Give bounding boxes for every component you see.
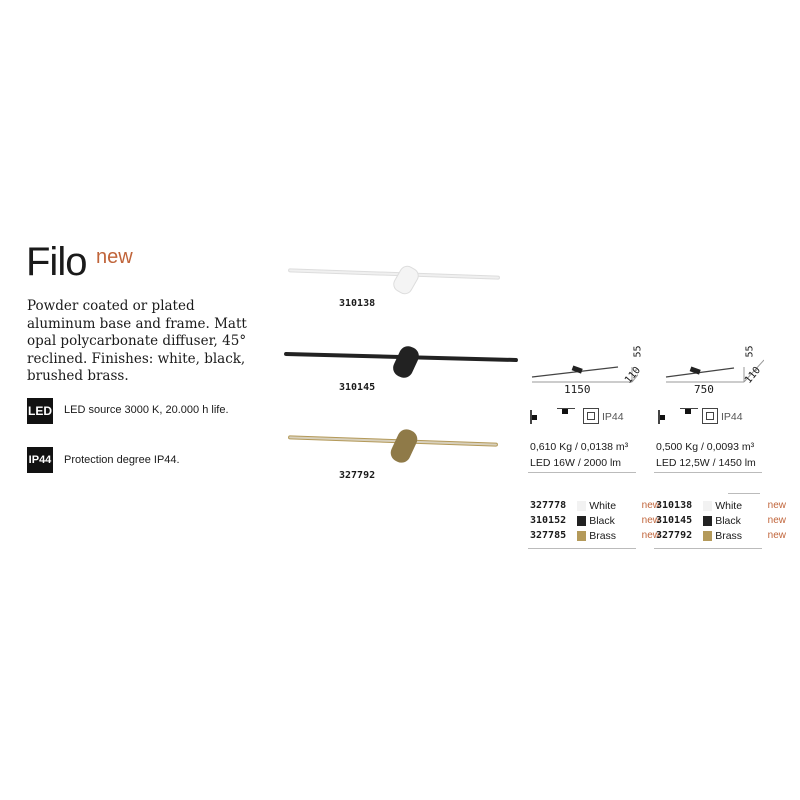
finish: Black (715, 514, 741, 527)
new-tag: new (767, 500, 786, 511)
product-description: Powder coated or plated aluminum base an… (27, 298, 247, 384)
height-dim: 55 (632, 345, 644, 358)
finish: Brass (589, 529, 617, 542)
wall-mount-icon (658, 410, 665, 424)
code-row: 327792 Brass new (656, 528, 786, 543)
height-dim: 55 (744, 345, 756, 358)
new-tag: new (641, 515, 660, 526)
variant-1150: 55 110 1150 IP44 0,610 Kg / 0,0138 m³ LE… (528, 340, 660, 555)
code-row: 310152 Black new (530, 513, 660, 528)
led-badge: LED (27, 398, 53, 424)
ip-rating: IP44 (721, 411, 743, 423)
code: 327792 (656, 530, 693, 541)
black-swatch (576, 515, 587, 526)
new-tag: new (641, 530, 660, 541)
lamp-image-brass (287, 425, 500, 470)
brass-swatch (576, 530, 587, 541)
code: 310145 (656, 515, 693, 526)
black-swatch (702, 515, 713, 526)
weight-volume: 0,610 Kg / 0,0138 m³ (530, 441, 629, 453)
code-table: 327778 White new 310152 Black new 327785 Bras… (530, 498, 660, 543)
brass-swatch (702, 530, 713, 541)
code: 310138 (656, 500, 693, 511)
dimension-drawing (665, 359, 764, 383)
new-tag: new (767, 530, 786, 541)
image-code: 327792 (339, 470, 376, 481)
length-dim: 1150 (564, 383, 591, 396)
led-power: LED 16W / 2000 lm (530, 457, 622, 469)
lamp-image-black (283, 340, 520, 381)
code-row: 310145 Black new (656, 513, 786, 528)
code-row: 327785 Brass new (530, 528, 660, 543)
variant-750: 55 110 750 IP44 0,500 Kg / 0,0093 m³ LED… (654, 340, 786, 555)
class-ii-icon (702, 408, 718, 424)
finish: White (589, 499, 617, 512)
ip-feature-text: Protection degree IP44. (64, 454, 180, 466)
weight-volume: 0,500 Kg / 0,0093 m³ (656, 441, 755, 453)
product-title: Filo (26, 240, 87, 284)
white-swatch (702, 500, 713, 511)
code: 327785 (530, 530, 567, 541)
code: 310152 (530, 515, 567, 526)
new-tag: new (767, 515, 786, 526)
lamp-image-white (287, 262, 503, 302)
ceiling-mount-icon (557, 408, 575, 414)
ceiling-mount-icon (680, 408, 698, 414)
led-power: LED 12,5W / 1450 lm (656, 457, 756, 469)
finish: Black (589, 514, 615, 527)
led-feature-text: LED source 3000 K, 20.000 h life. (64, 404, 229, 416)
image-code: 310138 (339, 298, 376, 309)
image-code: 310145 (339, 382, 376, 393)
code-row: 310138 White new (656, 498, 786, 513)
dimension-drawing (531, 365, 638, 383)
class-ii-icon (583, 408, 599, 424)
new-tag: new (96, 246, 133, 268)
ip-rating: IP44 (602, 411, 624, 423)
white-swatch (576, 500, 587, 511)
wall-mount-icon (530, 410, 537, 424)
finish: Brass (715, 529, 743, 542)
code: 327778 (530, 500, 567, 511)
code-table: 310138 White new 310145 Black new 327792 Bras… (656, 498, 786, 543)
length-dim: 750 (694, 383, 714, 396)
new-tag: new (641, 500, 660, 511)
finish: White (715, 499, 743, 512)
code-row: 327778 White new (530, 498, 660, 513)
ip44-badge: IP44 (27, 447, 53, 473)
